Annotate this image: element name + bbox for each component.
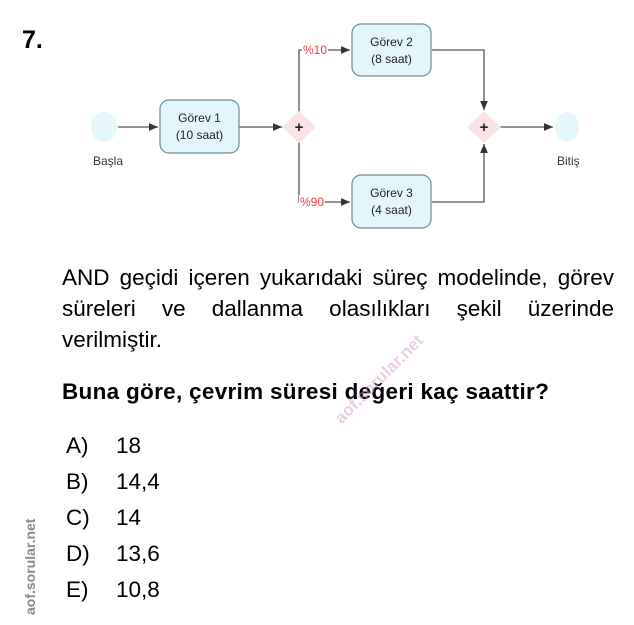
- svg-text:(8 saat): (8 saat): [371, 52, 412, 66]
- join-gateway: +: [467, 111, 501, 143]
- svg-text:(4 saat): (4 saat): [371, 203, 412, 217]
- svg-text:Görev 3: Görev 3: [370, 186, 413, 200]
- end-event: [555, 112, 579, 142]
- svg-text:+: +: [480, 119, 489, 136]
- option-b[interactable]: B)14,4: [66, 469, 160, 494]
- svg-text:(10 saat): (10 saat): [176, 128, 223, 142]
- task-2: Görev 2 (8 saat): [351, 23, 432, 77]
- question-number: 7.: [22, 26, 43, 54]
- split-gateway: +: [282, 111, 316, 143]
- option-e[interactable]: E)10,8: [66, 577, 160, 602]
- watermark-side: aof.sorular.net: [22, 518, 38, 615]
- svg-text:Görev 2: Görev 2: [370, 35, 413, 49]
- task-3: Görev 3 (4 saat): [351, 174, 432, 229]
- branch-top-probability: %10: [303, 43, 327, 57]
- question-stem: AND geçidi içeren yukarıdaki süreç model…: [62, 265, 614, 352]
- option-c[interactable]: C)14: [66, 505, 142, 530]
- svg-text:+: +: [295, 119, 304, 136]
- question-text: Buna göre, çevrim süresi değeri kaç saat…: [62, 379, 550, 404]
- start-label: Başla: [93, 154, 123, 168]
- branch-bottom-probability: %90: [300, 195, 324, 209]
- end-label: Bitiş: [557, 154, 580, 168]
- option-a[interactable]: A)18: [66, 433, 142, 458]
- answer-options: A)18 B)14,4 C)14 D)13,6 E)10,8: [66, 428, 160, 608]
- process-diagram: Başla Bitiş Görev 1 (10 saat) Görev 2 (8…: [91, 23, 580, 229]
- svg-text:Görev 1: Görev 1: [178, 111, 221, 125]
- task-1: Görev 1 (10 saat): [159, 99, 240, 154]
- start-event: [91, 112, 117, 142]
- option-d[interactable]: D)13,6: [66, 541, 160, 566]
